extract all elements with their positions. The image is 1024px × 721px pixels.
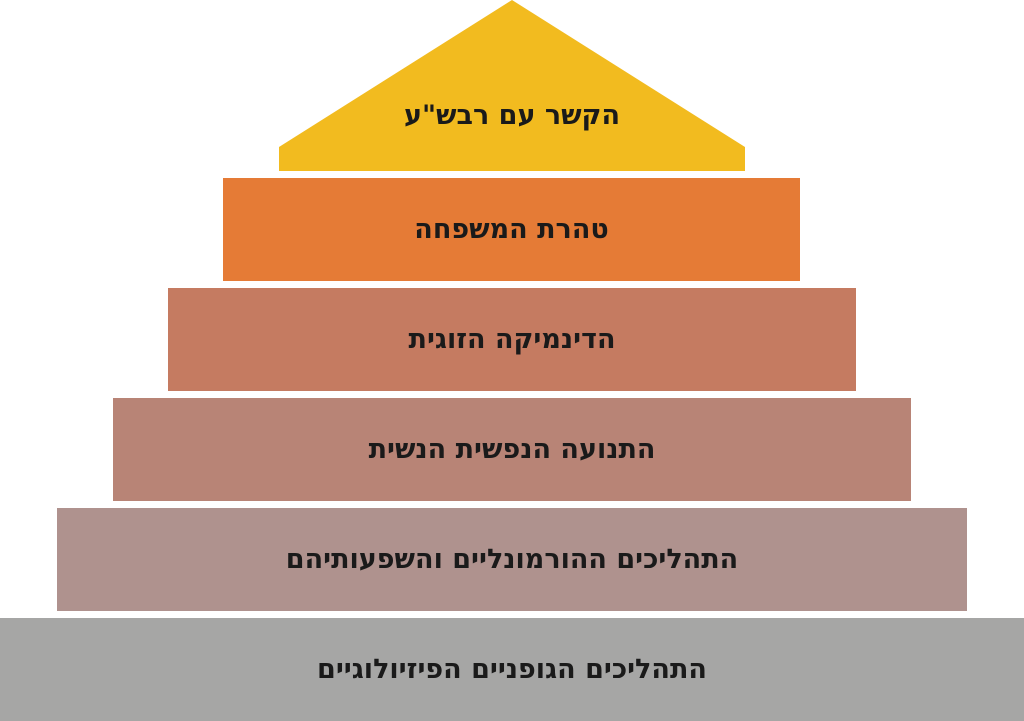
- level-6: התהליכים הגופניים הפיזיולוגיים: [0, 618, 1024, 721]
- level-4: התנועה הנפשית הנשית: [113, 398, 911, 501]
- level-1-label: הקשר עם רבש"ע: [404, 100, 620, 131]
- level-2: טהרת המשפחה: [223, 178, 800, 281]
- level-6-label: התהליכים הגופניים הפיזיולוגיים: [317, 654, 707, 685]
- level-2-label: טהרת המשפחה: [414, 214, 609, 245]
- pyramid-top-shape: [279, 0, 745, 171]
- level-3-label: הדינמיקה הזוגית: [408, 324, 616, 355]
- level-3: הדינמיקה הזוגית: [168, 288, 856, 391]
- level-4-label: התנועה הנפשית הנשית: [368, 434, 656, 465]
- level-5-label: התהליכים ההורמונליים והשפעותיהם: [285, 544, 739, 575]
- level-5: התהליכים ההורמונליים והשפעותיהם: [57, 508, 967, 611]
